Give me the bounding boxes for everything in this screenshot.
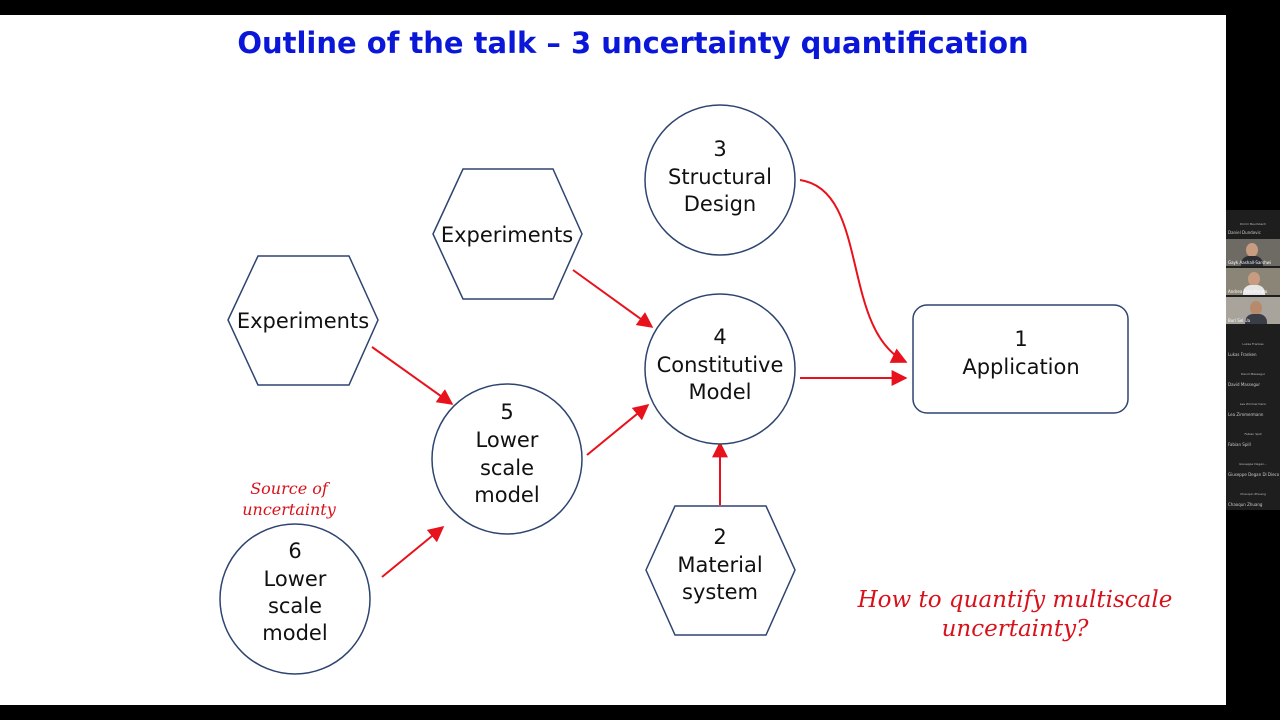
node-label: scale bbox=[268, 594, 322, 618]
participant-header: Dimm Baumbach bbox=[1240, 222, 1266, 226]
node-label: Experiments bbox=[441, 223, 573, 247]
participant-header: Lea Zimmermann bbox=[1239, 402, 1267, 406]
participant-name[interactable]: Fabian Spill bbox=[1228, 442, 1251, 447]
node-number: 5 bbox=[500, 400, 513, 424]
arrow-lower5-to-model bbox=[586, 403, 650, 456]
participant-name[interactable]: Chaoqun Zhuang bbox=[1228, 502, 1263, 507]
node-label: Model bbox=[688, 380, 751, 404]
participant-header: Giuseppe Degan... bbox=[1239, 462, 1267, 466]
node-label: scale bbox=[480, 456, 534, 480]
node-label: model bbox=[262, 621, 327, 645]
arrow-lower6-to-lower5 bbox=[381, 525, 445, 578]
participant-header: Fabian Spill bbox=[1244, 432, 1262, 436]
node-label: Constitutive bbox=[657, 353, 784, 377]
arrow-design-to-application bbox=[799, 179, 908, 363]
participant-video[interactable]: Gayk Aashall-Sarshwi bbox=[1226, 239, 1280, 266]
node-number: 3 bbox=[713, 137, 726, 161]
video-caption: Buri Sel Ua bbox=[1228, 318, 1251, 323]
question-line: How to quantify multiscale bbox=[857, 587, 1173, 613]
source-of-uncertainty-note: Source of uncertainty bbox=[242, 479, 337, 519]
video-caption: Andrea Pizzuferrato bbox=[1228, 289, 1268, 294]
node-label: system bbox=[682, 580, 758, 604]
participant-header: David Massegur bbox=[1240, 372, 1266, 376]
node-constitutive-model: 4 Constitutive Model bbox=[644, 293, 796, 445]
node-label: Material bbox=[677, 553, 762, 577]
participant-video[interactable]: Buri Sel Ua bbox=[1226, 297, 1280, 324]
node-label: Structural bbox=[668, 165, 772, 189]
video-caption: Gayk Aashall-Sarshwi bbox=[1228, 260, 1272, 265]
participant-name[interactable]: Giuseppe Degan Di Dieco bbox=[1228, 472, 1280, 477]
node-number: 4 bbox=[713, 325, 726, 349]
participant-name[interactable]: David Massegur bbox=[1228, 382, 1261, 387]
arrows bbox=[371, 179, 908, 578]
node-number: 6 bbox=[288, 539, 301, 563]
node-number: 1 bbox=[1014, 327, 1027, 351]
node-application: 1 Application bbox=[912, 304, 1129, 414]
participants-panel[interactable]: Dimm Baumbach Daniel Dundovic Gayk Aasha… bbox=[1226, 210, 1280, 510]
node-label: Application bbox=[962, 355, 1079, 379]
arrow-experiments-left-to-lower5 bbox=[371, 346, 454, 405]
participant-header: Chaoqun Zhuang bbox=[1240, 492, 1266, 496]
slide-title: Outline of the talk – 3 uncertainty quan… bbox=[237, 26, 1029, 60]
node-label: model bbox=[474, 483, 539, 507]
note-line: Source of bbox=[250, 479, 331, 498]
node-experiments-top: Experiments bbox=[432, 168, 583, 300]
participant-name[interactable]: Lukas Franken bbox=[1228, 352, 1257, 357]
node-label: Lower bbox=[476, 428, 539, 452]
arrow-experiments-top-to-model bbox=[572, 269, 654, 328]
node-lower-scale-6: 6 Lower scale model bbox=[219, 523, 371, 675]
presentation-slide: 3 Structural Design Experiments Experime… bbox=[0, 15, 1226, 705]
node-label: Experiments bbox=[237, 309, 369, 333]
note-line: uncertainty bbox=[242, 500, 337, 519]
node-structural-design: 3 Structural Design bbox=[644, 104, 796, 256]
participant-name[interactable]: Daniel Dundovic bbox=[1228, 230, 1261, 235]
question-note: How to quantify multiscale uncertainty? bbox=[857, 587, 1173, 642]
node-label: Lower bbox=[264, 567, 327, 591]
node-material-system: 2 Material system bbox=[645, 505, 796, 636]
node-number: 2 bbox=[713, 525, 726, 549]
participant-name[interactable]: Lea Zimmermann bbox=[1228, 412, 1264, 417]
node-label: Design bbox=[684, 192, 757, 216]
node-experiments-left: Experiments bbox=[227, 255, 379, 386]
flow-diagram: 3 Structural Design Experiments Experime… bbox=[219, 104, 1173, 675]
participant-header: Lukas Frankas bbox=[1242, 342, 1264, 346]
node-lower-scale-5: 5 Lower scale model bbox=[431, 383, 583, 535]
question-line: uncertainty? bbox=[942, 616, 1089, 642]
participant-video[interactable]: Andrea Pizzuferrato bbox=[1226, 268, 1280, 295]
